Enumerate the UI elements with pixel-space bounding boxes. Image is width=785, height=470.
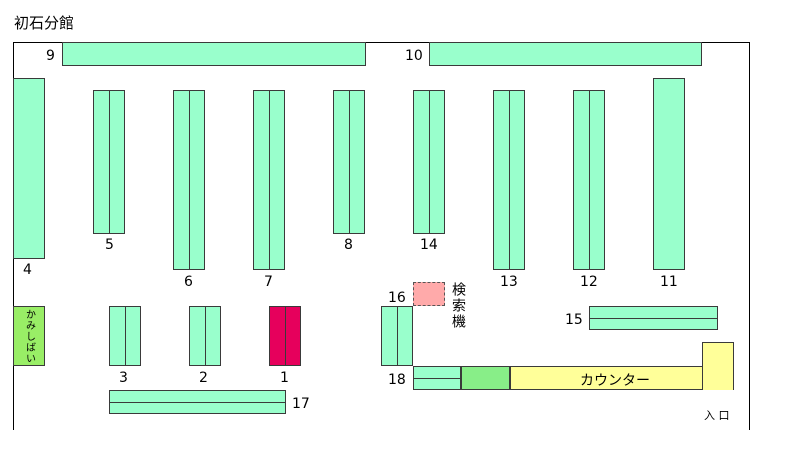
entrance-label: 入 口 bbox=[704, 409, 730, 422]
search-terminal-box[interactable] bbox=[413, 282, 445, 306]
shelf-17[interactable] bbox=[109, 390, 286, 414]
counter-wall bbox=[413, 366, 702, 367]
shelf-7[interactable] bbox=[253, 90, 285, 270]
shelf-2[interactable] bbox=[189, 306, 221, 366]
shelf-12[interactable] bbox=[573, 90, 605, 270]
shelf-label-4: 4 bbox=[23, 262, 32, 278]
shelf-4[interactable] bbox=[13, 78, 45, 259]
shelf-label-18: 18 bbox=[388, 372, 406, 388]
shelf-label-6: 6 bbox=[184, 274, 193, 290]
wall-top bbox=[13, 42, 750, 43]
shelf-label-14: 14 bbox=[420, 237, 438, 253]
counter-extension bbox=[702, 342, 734, 390]
shelf-label-17: 17 bbox=[292, 396, 310, 412]
shelf-label-2: 2 bbox=[199, 370, 208, 386]
shelf-14[interactable] bbox=[413, 90, 445, 234]
shelf-label-11: 11 bbox=[660, 274, 678, 290]
shelf-label-15: 15 bbox=[565, 312, 583, 328]
shelf-9[interactable] bbox=[62, 42, 366, 66]
shelf-5[interactable] bbox=[93, 90, 125, 234]
shelf-13[interactable] bbox=[493, 90, 525, 270]
shelf-11[interactable] bbox=[653, 78, 685, 270]
page-title: 初石分館 bbox=[14, 14, 75, 32]
shelf-label-9: 9 bbox=[46, 48, 55, 64]
shelf-label-7: 7 bbox=[264, 274, 273, 290]
shelf-label-1: 1 bbox=[280, 370, 289, 386]
shelf-3[interactable] bbox=[109, 306, 141, 366]
counter-label: カウンター bbox=[580, 373, 650, 389]
search-terminal-label: 検索機 bbox=[450, 282, 466, 330]
shelf-15[interactable] bbox=[589, 306, 718, 330]
shelf-label-5: 5 bbox=[105, 237, 114, 253]
shelf-label-8: 8 bbox=[344, 237, 353, 253]
shelf-1-highlighted[interactable] bbox=[269, 306, 301, 366]
shelf-18[interactable] bbox=[413, 366, 461, 390]
shelf-label-3: 3 bbox=[119, 370, 128, 386]
shelf-label-13: 13 bbox=[500, 274, 518, 290]
shelf-16[interactable] bbox=[381, 306, 413, 366]
shelf-label-10: 10 bbox=[405, 48, 423, 64]
wall-right bbox=[749, 42, 750, 430]
kamishibai-shelf[interactable]: かみしばい bbox=[13, 306, 45, 366]
counter-green-section bbox=[461, 366, 510, 390]
shelf-label-12: 12 bbox=[580, 274, 598, 290]
shelf-6[interactable] bbox=[173, 90, 205, 270]
shelf-label-16: 16 bbox=[388, 290, 406, 306]
shelf-10[interactable] bbox=[429, 42, 702, 66]
shelf-8[interactable] bbox=[333, 90, 365, 234]
